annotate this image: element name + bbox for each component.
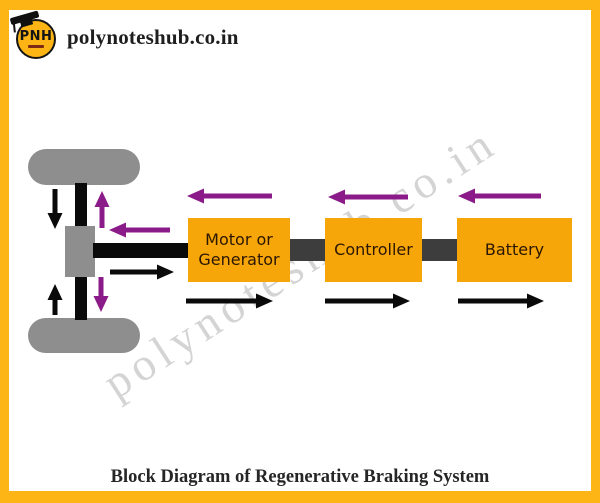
drive-arrow-wheel-up [47,284,63,315]
controller-block: Controller [325,218,422,282]
regen-arrow-above-controller [328,189,408,205]
drive-arrow-out-of-diff [110,264,174,280]
drive-arrow-below-battery [458,293,544,309]
differential-block [65,226,95,277]
regen-arrow-into-diff [109,222,170,238]
regen-arrow-wheel-down [93,277,109,312]
site-logo: PNH [9,10,59,60]
diagram-caption: Block Diagram of Regenerative Braking Sy… [110,467,490,487]
drive-shaft [93,243,190,258]
logo-monogram: PNH [19,29,53,45]
site-name: polynoteshub.co.in [67,24,239,49]
regen-arrow-wheel-up [94,191,110,228]
site-header: PNH polynoteshub.co.in [9,10,239,60]
drive-arrow-below-motor [186,293,273,309]
regen-arrow-above-battery [458,188,541,204]
front-wheel [28,149,140,185]
motor-generator-label: Motor or Generator [198,230,280,269]
logo-circle: PNH [16,19,56,59]
battery-label: Battery [484,240,545,259]
controller-battery-link [422,239,458,261]
regen-arrow-above-motor [187,188,272,204]
drive-arrow-wheel-down [47,189,63,229]
motor-generator-block: Motor or Generator [188,218,290,282]
battery-block: Battery [457,218,572,282]
logo-tagline [28,45,44,48]
motor-controller-link [290,239,328,261]
controller-label: Controller [334,240,413,259]
drive-arrow-below-controller [325,293,410,309]
rear-wheel [28,318,140,353]
